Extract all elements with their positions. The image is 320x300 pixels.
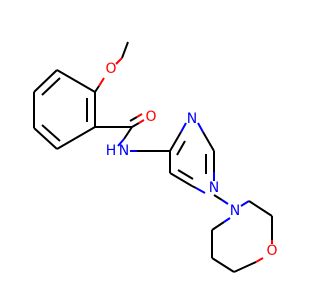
bond-benzene-5 bbox=[56, 126, 96, 150]
bond-benzene-inner-1 bbox=[41, 77, 61, 96]
bond-carbonyl-c-amide-n-blue bbox=[117, 138, 125, 147]
bond-morpholine-1 bbox=[240, 200, 250, 207]
bond-pyrimidine-9 bbox=[169, 172, 193, 187]
methoxy-oxygen-label: O bbox=[105, 61, 116, 77]
bond-methyl-methoxy-o-red bbox=[115, 57, 123, 65]
bond-carbonyl-1a bbox=[131, 122, 140, 128]
bond-pyrimidine-inner-3 bbox=[177, 169, 194, 180]
bond-morpholine-5 bbox=[255, 257, 264, 263]
bond-morpholine-10 bbox=[223, 217, 231, 223]
amide-hydrogen-label: H bbox=[106, 143, 117, 159]
amide-nitrogen-label: N bbox=[119, 143, 129, 159]
carbonyl-oxygen-label: O bbox=[145, 109, 156, 125]
bond-pyrimidine-inner-1 bbox=[176, 140, 186, 156]
bond-pyrimidine-3 bbox=[197, 122, 204, 133]
bond-pyrimidine-morpholine-1 bbox=[213, 194, 223, 201]
pyrimidine-nitrogen-1-label: N bbox=[187, 111, 197, 127]
bond-morpholine-6 bbox=[233, 261, 257, 273]
bond-pyrimidine-2 bbox=[180, 122, 187, 133]
bond-benzene-inner-2 bbox=[41, 124, 61, 142]
bond-morpholine-9 bbox=[211, 221, 225, 231]
bond-carbonyl-2a bbox=[129, 116, 138, 122]
morpholine-oxygen-label: O bbox=[266, 243, 277, 259]
bond-benzene-4 bbox=[33, 127, 58, 150]
morpholine-nitrogen-label: N bbox=[230, 203, 240, 219]
bond-morpholine-7 bbox=[211, 257, 235, 273]
bond-methoxy-o-ring bbox=[98, 77, 105, 87]
bond-pyrimidine-8 bbox=[191, 185, 197, 189]
bond-carbonyl-2b bbox=[136, 113, 143, 118]
bond-pyrimidine-4 bbox=[202, 131, 215, 152]
bond-benzene-1 bbox=[56, 69, 96, 93]
bond-pyrimidine-7 bbox=[195, 187, 206, 194]
bond-carbonyl-1b bbox=[138, 119, 145, 124]
molecule-structure-diagram: O O N H N N N O bbox=[33, 41, 278, 273]
bond-pyrimidine-1 bbox=[169, 131, 182, 152]
bond-methyl-methoxy-o bbox=[121, 41, 129, 59]
bond-morpholine-2 bbox=[248, 200, 273, 217]
bond-pyrimidine-morpholine-2 bbox=[221, 199, 229, 205]
pyrimidine-nitrogen-2-label: N bbox=[209, 180, 219, 196]
bond-methoxy-o-ring-black bbox=[94, 85, 100, 93]
bond-benzene-2 bbox=[33, 69, 58, 93]
bond-carbonyl-c-amide-n bbox=[123, 126, 133, 140]
